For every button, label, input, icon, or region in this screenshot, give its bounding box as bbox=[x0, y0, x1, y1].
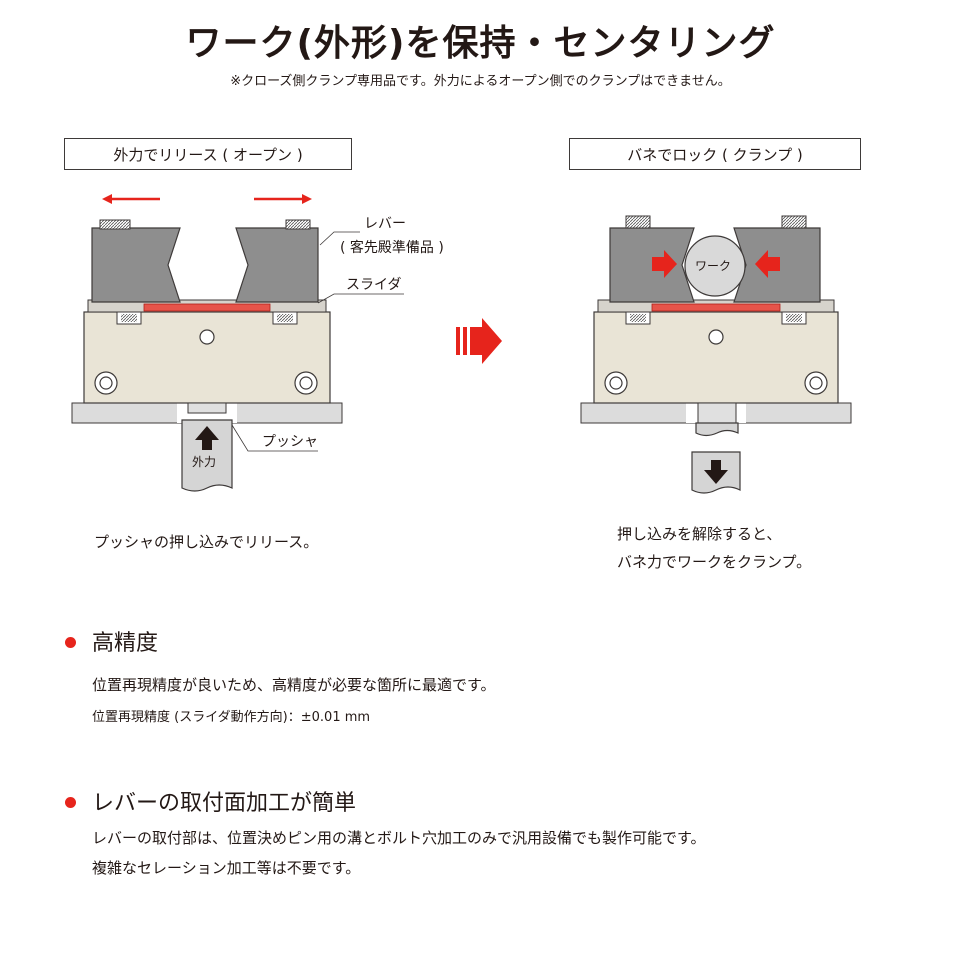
lever-left-a bbox=[91, 227, 181, 303]
label-lever-sub: ( 客先殿準備品 ) bbox=[340, 240, 444, 256]
section-body-mounting-line1: レバーの取付部は、位置決めピン用の溝とボルト穴加工のみで汎用設備でも製作可能です… bbox=[92, 829, 706, 847]
mode-label-lock: バネでロック ( クランプ ) bbox=[569, 138, 861, 170]
label-work: ワーク bbox=[695, 259, 732, 273]
right-caption-line1: 押し込みを解除すると、 bbox=[617, 525, 782, 543]
page-note: ※クローズ側クランプ専用品です。外力によるオープン側でのクランプはできません。 bbox=[230, 74, 731, 89]
label-external-force: 外力 bbox=[192, 455, 217, 469]
left-caption: プッシャの押し込みでリリース。 bbox=[94, 533, 319, 551]
clamp-arrow-right-icon bbox=[652, 250, 677, 278]
work-piece bbox=[684, 235, 746, 297]
section-spec-precision: 位置再現精度 (スライダ動作方向)：±0.01 mm bbox=[92, 710, 371, 725]
right-diagram bbox=[580, 215, 852, 494]
section-heading-precision: 高精度 bbox=[92, 631, 159, 656]
clamp-body-left bbox=[83, 311, 331, 404]
slider-left bbox=[143, 303, 271, 312]
page-title: ワーク(外形)を保持・センタリング bbox=[185, 23, 776, 64]
mode-label-release: 外力でリリース ( オープン ) bbox=[64, 138, 352, 170]
label-lever: レバー bbox=[364, 216, 406, 232]
lever-left-b bbox=[235, 227, 319, 303]
clamp-body-right bbox=[593, 311, 839, 404]
section-body-precision: 位置再現精度が良いため、高精度が必要な箇所に最適です。 bbox=[92, 676, 496, 694]
bullet-dot-icon bbox=[65, 637, 76, 648]
label-slider: スライダ bbox=[346, 277, 402, 293]
clamp-arrow-left-icon bbox=[755, 250, 780, 278]
slider-right bbox=[651, 303, 781, 312]
left-diagram bbox=[71, 194, 404, 492]
section-heading-mounting: レバーの取付面加工が簡単 bbox=[92, 791, 357, 816]
bullet-dot-icon bbox=[65, 797, 76, 808]
pusher-left bbox=[181, 419, 233, 492]
section-body-mounting-line2: 複雑なセレーション加工等は不要です。 bbox=[92, 859, 361, 877]
label-pusher: プッシャ bbox=[262, 434, 318, 450]
transition-arrow-icon bbox=[456, 318, 502, 364]
push-down-arrow-icon bbox=[704, 460, 728, 484]
push-up-arrow-icon bbox=[195, 426, 219, 450]
right-caption-line2: バネ力でワークをクランプ。 bbox=[617, 553, 812, 571]
